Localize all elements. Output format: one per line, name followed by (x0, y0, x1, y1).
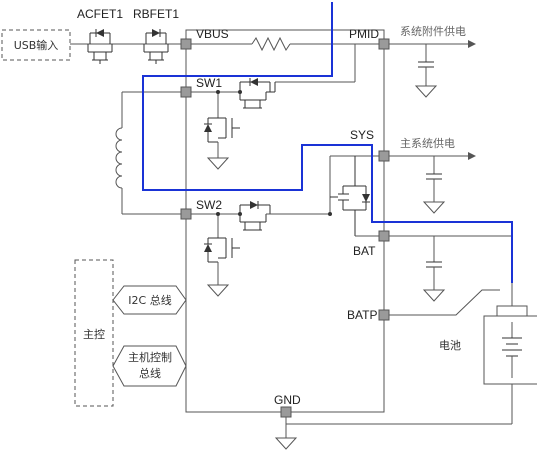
main-system-power-arrow (468, 152, 476, 160)
accessory-power-label: 系统附件供电 (400, 24, 466, 38)
sw1-label: SW1 (196, 76, 222, 90)
host-controller-label: 主控 (83, 327, 105, 341)
sw1-high-side-fet (238, 78, 276, 109)
bat-label: BAT (353, 244, 376, 258)
sys-label: SYS (350, 128, 374, 142)
pmid-pin (378, 38, 390, 50)
current-flow-path (142, 2, 513, 283)
main-system-power-label: 主系统供电 (400, 136, 455, 150)
battery-label: 电池 (439, 339, 461, 352)
accessory-power-arrow (468, 40, 476, 48)
batfet (330, 156, 370, 236)
bat-pin (378, 230, 390, 242)
acfet1-mosfet: ACFET1 (77, 7, 123, 64)
sw2-high-side-fet (238, 201, 271, 231)
sw1-pin (180, 86, 192, 98)
vbus-pin (180, 38, 192, 50)
host-control-bus-arrow: 主机控制 总线 (112, 345, 187, 387)
i2c-bus-label: I2C 总线 (128, 293, 171, 307)
battery (483, 286, 537, 385)
gnd-label: GND (274, 393, 301, 407)
sys-pin (378, 150, 390, 162)
rbfet1-mosfet: RBFET1 (133, 7, 179, 64)
gnd-pin (280, 406, 292, 418)
batp-label: BATP (347, 308, 377, 322)
sw2-pin (180, 208, 192, 220)
pmid-label: PMID (349, 27, 379, 41)
ground-symbol (414, 85, 438, 98)
sw1-low-side-fet (204, 117, 240, 143)
host-controller-box: 主控 (74, 259, 114, 407)
batp-pin (378, 309, 390, 321)
usb-input-box: USB输入 (1, 29, 71, 61)
i2c-bus-arrow: I2C 总线 (112, 285, 187, 315)
sw2-low-side-fet (204, 237, 240, 263)
host-control-label-1: 主机控制 (128, 350, 172, 364)
resistor (251, 36, 291, 52)
inductor (115, 127, 123, 189)
rbfet1-label: RBFET1 (133, 7, 179, 21)
sw2-label: SW2 (196, 198, 222, 212)
usb-input-label: USB输入 (14, 38, 59, 52)
acfet1-label: ACFET1 (77, 7, 123, 21)
vbus-label: VBUS (196, 27, 229, 41)
batp-sense-line (389, 289, 500, 316)
host-control-label-2: 总线 (139, 366, 161, 380)
